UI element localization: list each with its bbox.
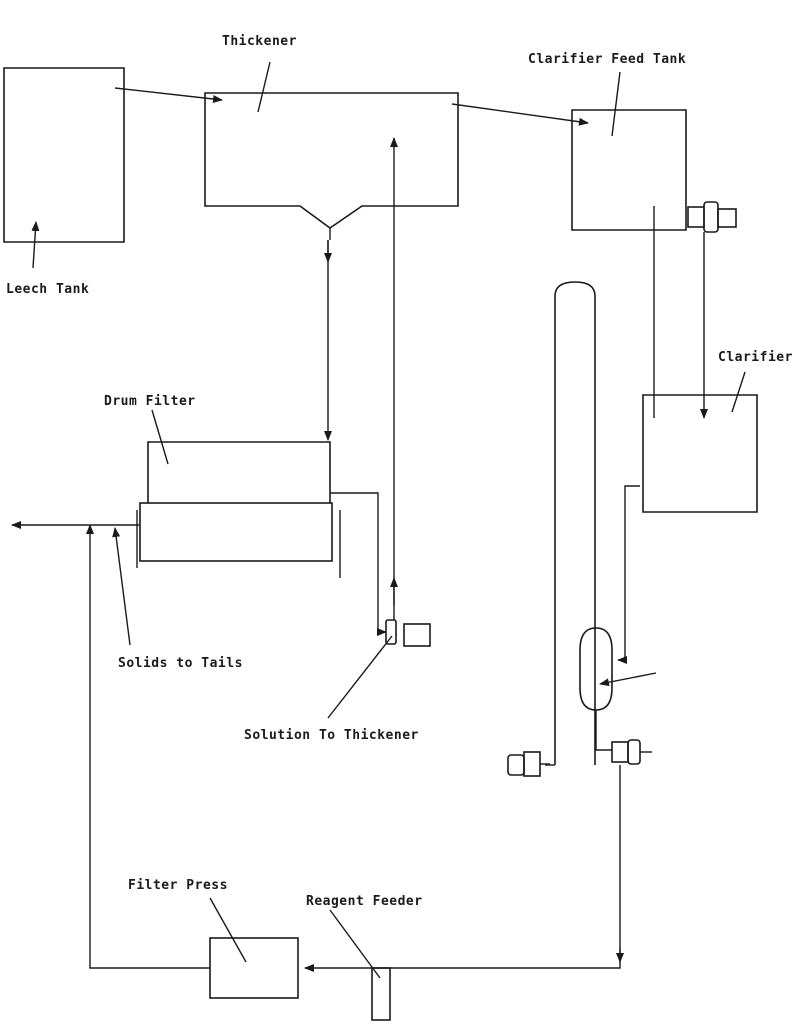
receiver-vessel xyxy=(579,627,613,711)
reagent-feeder xyxy=(371,967,391,1021)
solution-pump xyxy=(385,619,431,647)
line-receiver-to-pump xyxy=(595,710,612,751)
drum-filter-label-pointer xyxy=(151,409,169,465)
filter-press-label: Filter Press xyxy=(128,878,228,893)
thickener-label: Thickener xyxy=(222,34,297,49)
line-clarifier-to-receiver xyxy=(617,485,640,664)
filter-press-label-pointer xyxy=(209,897,247,963)
thickener xyxy=(204,92,459,240)
feed-tank-label-pointer xyxy=(611,71,621,137)
line-pump-down xyxy=(304,765,621,972)
leech-tank-label: Leech Tank xyxy=(6,282,90,297)
leech-tank xyxy=(3,67,125,243)
solids-label-pointer xyxy=(112,527,131,646)
column-pump xyxy=(507,751,550,777)
leech-tank-label-pointer xyxy=(31,221,40,269)
solution-label-pointer xyxy=(327,635,393,719)
receiver-pump xyxy=(611,739,652,765)
solution-to-thickener-label: Solution To Thickener xyxy=(244,728,419,743)
filter-press xyxy=(209,937,299,999)
reagent-feeder-label-pointer xyxy=(329,909,381,979)
drum-filter-label: Drum Filter xyxy=(104,394,196,409)
line-filter-press-return xyxy=(86,524,210,969)
clarifier-label: Clarifier xyxy=(718,350,793,365)
clarifier xyxy=(642,394,758,513)
solids-to-tails-label: Solids to Tails xyxy=(118,656,243,671)
clarifier-feed-tank-label: Clarifier Feed Tank xyxy=(528,52,687,67)
clarifier-label-pointer xyxy=(731,371,746,413)
thickener-label-pointer xyxy=(257,61,271,113)
drum-filter xyxy=(136,441,341,578)
line-filtrate xyxy=(330,492,387,636)
clarifier-feed-tank xyxy=(571,109,687,231)
receiver-inlet-arrow xyxy=(599,672,657,687)
arrow-thickener-to-feed-tank xyxy=(451,103,589,126)
reagent-feeder-label: Reagent Feeder xyxy=(306,894,423,909)
arrow-leech-to-thickener xyxy=(114,87,223,103)
feed-tank-pump xyxy=(687,201,737,233)
tall-column xyxy=(545,281,596,766)
